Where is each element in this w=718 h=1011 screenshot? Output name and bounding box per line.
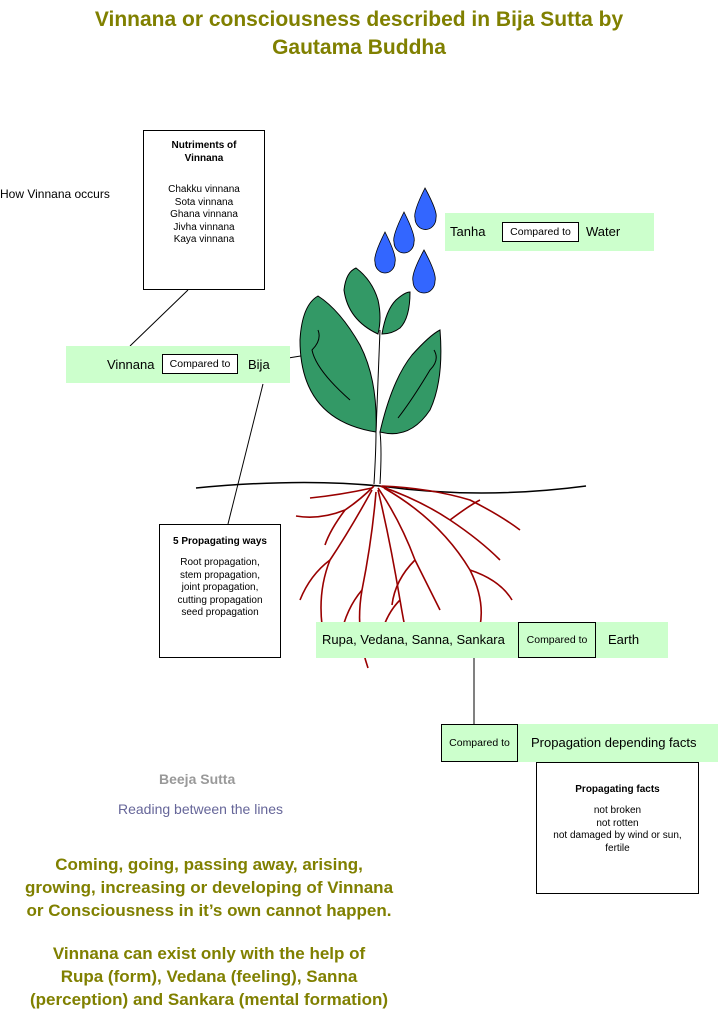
paragraph-line: Coming, going, passing away, arising, xyxy=(55,855,363,874)
page-title: Vinnana or consciousness described in Bi… xyxy=(0,6,718,62)
earth-label: Earth xyxy=(608,632,640,647)
propagation-facts-label: Propagation depending facts xyxy=(531,735,697,750)
nutriments-heading-1: Nutriments of xyxy=(171,140,237,151)
propagating-way-item: stem propagation, xyxy=(179,569,261,581)
nutriment-item: Ghana vinnana xyxy=(170,209,238,220)
nutriments-heading-2: Vinnana xyxy=(184,153,224,164)
paragraph-line: (perception) and Sankara (mental formati… xyxy=(30,990,388,1009)
propagating-fact-item: not rotten xyxy=(596,817,639,829)
propagating-way-item: joint propagation, xyxy=(181,582,259,593)
propagating-fact-item: not broken xyxy=(593,805,642,816)
paragraph-line: or Consciousness in it’s own cannot happ… xyxy=(26,901,392,920)
how-vinnana-occurs-label: How Vinnana occurs xyxy=(0,187,110,201)
propagating-facts-box: Propagating facts not broken not rotten … xyxy=(536,762,699,894)
propagation-compared-box: Compared to xyxy=(441,724,518,762)
connector-vinnana-ways xyxy=(227,383,264,525)
paragraph-coming-going: Coming, going, passing away, arising, gr… xyxy=(0,853,418,922)
beeja-sutta-subtitle: Reading between the lines xyxy=(118,801,284,817)
rupa-compared-box: Compared to xyxy=(518,622,596,658)
water-drops xyxy=(374,187,437,294)
tanha-compared-box: Compared to xyxy=(502,222,579,242)
title-line-2: Gautama Buddha xyxy=(272,36,446,59)
propagating-fact-item: fertile xyxy=(605,842,630,854)
propagating-way-item: Root propagation, xyxy=(180,557,260,568)
propagating-facts-heading: Propagating facts xyxy=(575,784,660,795)
paragraph-vinnana-exists: Vinnana can exist only with the help of … xyxy=(0,942,418,1011)
vinnana-label: Vinnana xyxy=(107,357,155,372)
nutriment-item: Sota vinnana xyxy=(174,196,234,208)
connector-nutriments-vinnana xyxy=(129,289,189,347)
rupa-label: Rupa, Vedana, Sanna, Sankara xyxy=(322,632,505,647)
beeja-sutta-title: Beeja Sutta xyxy=(159,771,236,787)
propagating-ways-heading: 5 Propagating ways xyxy=(173,536,267,547)
leaf-veins xyxy=(311,329,437,419)
water-label: Water xyxy=(586,224,621,239)
nutriment-item: Chakku vinnana xyxy=(168,184,240,195)
propagating-ways-box: 5 Propagating ways Root propagation, ste… xyxy=(159,524,281,658)
tanha-row: Tanha Compared to Water xyxy=(445,213,654,251)
nutriments-box: Nutriments of Vinnana Chakku vinnana Sot… xyxy=(143,130,265,290)
propagating-fact-item: not damaged by wind or sun, xyxy=(553,830,682,841)
plant-roots xyxy=(295,485,521,669)
vinnana-compared-box: Compared to xyxy=(162,354,238,374)
propagating-way-item: seed propagation xyxy=(181,607,259,618)
paragraph-line: Vinnana can exist only with the help of xyxy=(52,944,366,963)
vinnana-row: Vinnana Compared to Bija xyxy=(66,346,290,383)
title-line-1: Vinnana or consciousness described in Bi… xyxy=(94,8,624,31)
propagation-row: Compared to Propagation depending facts xyxy=(441,724,718,762)
nutriment-item: Kaya vinnana xyxy=(173,234,235,245)
plant-leaves xyxy=(299,267,442,435)
bija-label: Bija xyxy=(248,357,270,372)
rupa-row: Rupa, Vedana, Sanna, Sankara Compared to… xyxy=(316,622,668,658)
tanha-label: Tanha xyxy=(450,224,486,239)
paragraph-line: growing, increasing or developing of Vin… xyxy=(24,878,394,897)
nutriment-item: Jivha vinnana xyxy=(173,221,235,233)
paragraph-line: Rupa (form), Vedana (feeling), Sanna xyxy=(60,967,358,986)
propagating-way-item: cutting propagation xyxy=(177,594,263,606)
